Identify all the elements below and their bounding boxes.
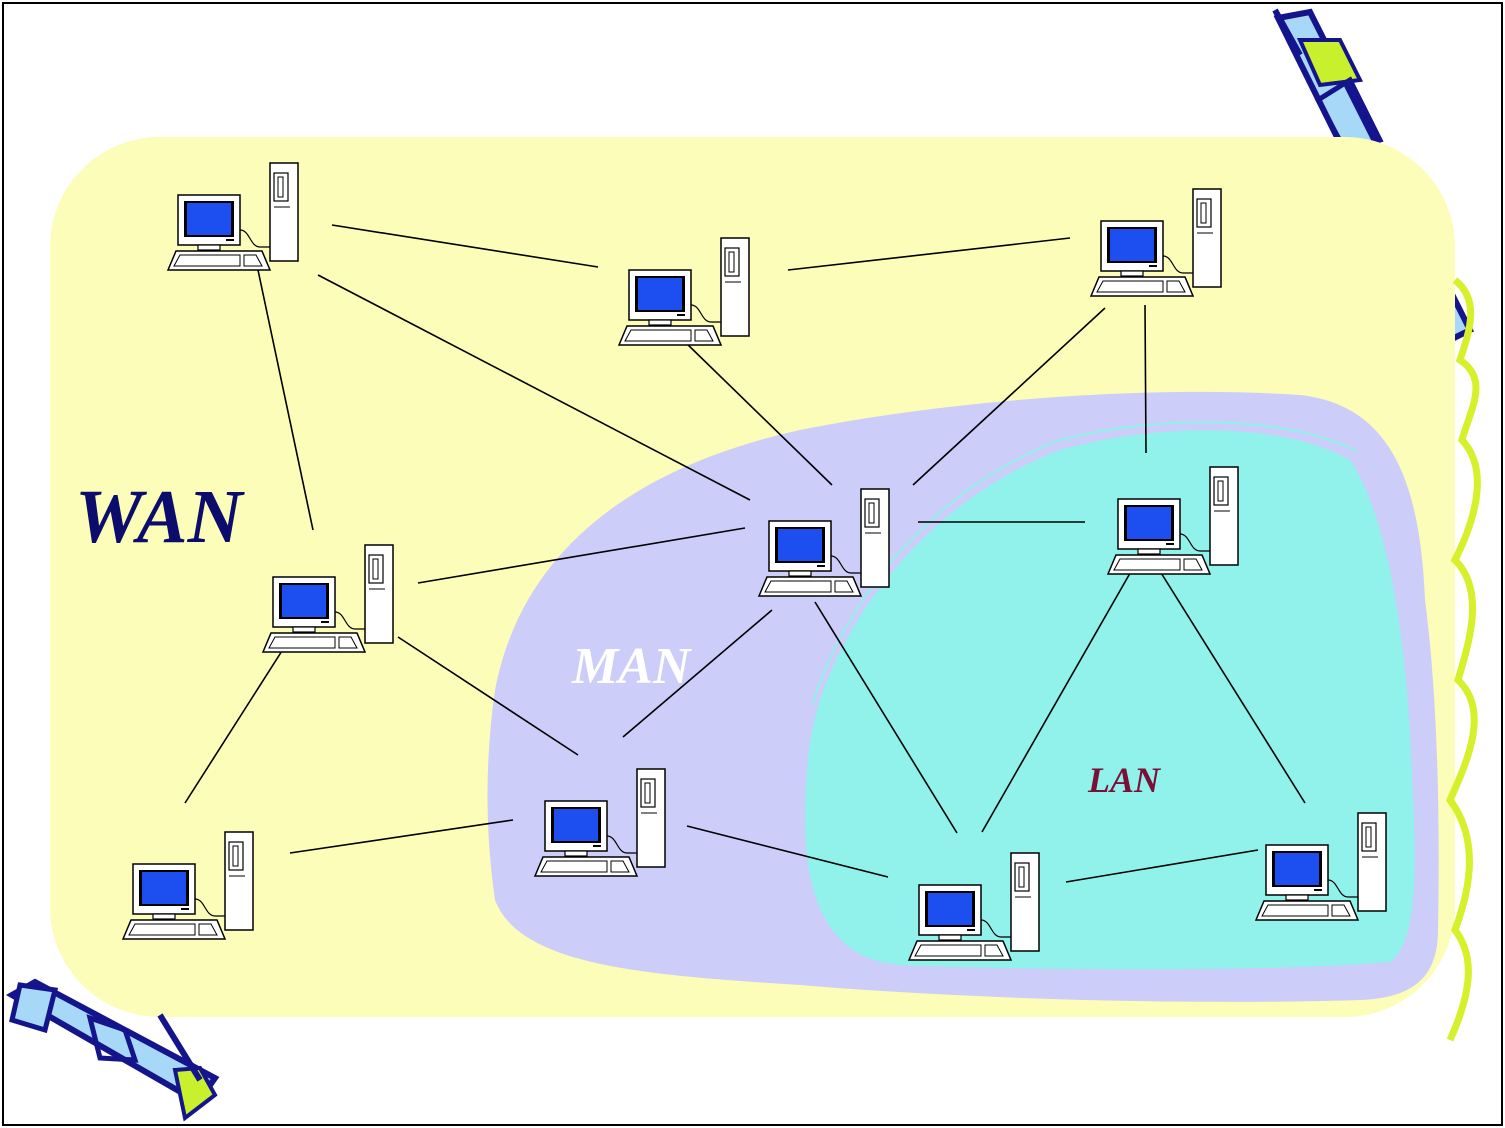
lan-label: LAN — [1087, 760, 1162, 800]
lan-region — [805, 430, 1415, 970]
network-links — [184, 224, 1306, 883]
man-label: MAN — [571, 638, 693, 695]
wan-label: WAN — [75, 475, 246, 559]
squiggle-decoration — [1445, 277, 1481, 1042]
pencil-icon — [5, 978, 220, 1122]
